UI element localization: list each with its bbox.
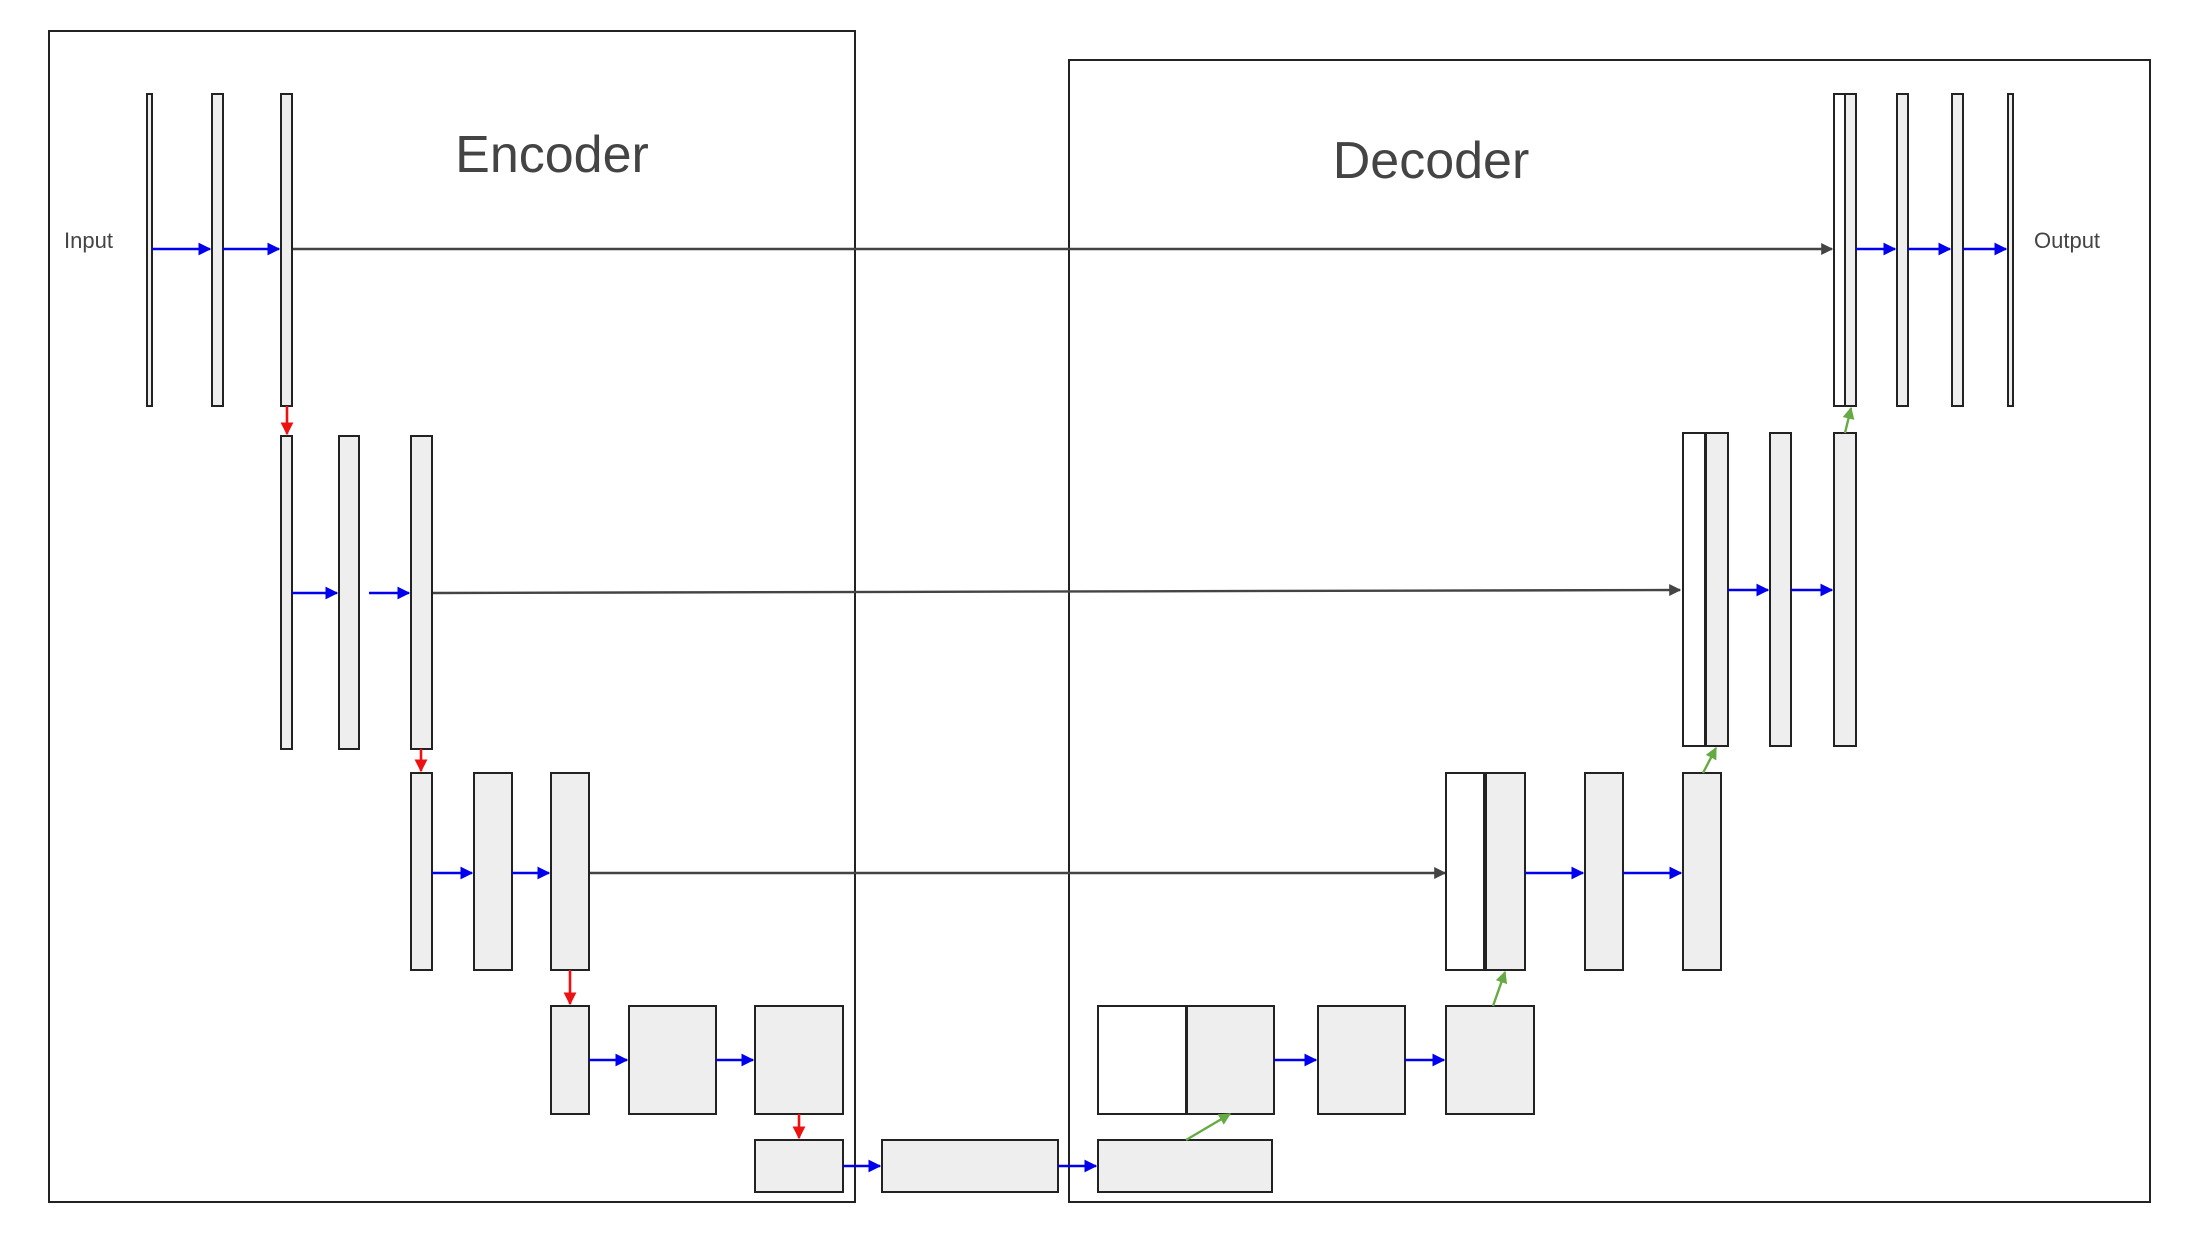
enc4-conv2-block xyxy=(754,1005,844,1115)
dec3-conv2-block xyxy=(1682,772,1722,971)
enc4-conv1-block xyxy=(628,1005,717,1115)
dec4-conv2-block xyxy=(1445,1005,1535,1115)
dec4-up-block xyxy=(1186,1005,1275,1115)
upsample-arrow xyxy=(1185,1112,1232,1142)
dec1-up-block xyxy=(1844,93,1857,407)
dec3-up-block xyxy=(1485,772,1526,971)
dec2-up-block xyxy=(1705,432,1729,747)
dec1-output-block xyxy=(2007,93,2014,407)
enc3-conv1-block xyxy=(473,772,513,971)
upsample-arrow xyxy=(1491,970,1508,1007)
dec1-skip-block xyxy=(1833,93,1846,407)
dec1-conv2-block xyxy=(1951,93,1964,407)
dec2-conv1-block xyxy=(1769,432,1792,747)
dec4-skip-block xyxy=(1097,1005,1187,1115)
enc3-pool-block xyxy=(410,772,433,971)
dec2-skip-block xyxy=(1682,432,1706,747)
enc1-conv1-block xyxy=(211,93,224,407)
enc2-conv1-block xyxy=(338,435,360,750)
upsample-arrow xyxy=(1842,406,1855,434)
bottleneck-conv-block xyxy=(881,1139,1059,1193)
skip-connection-2 xyxy=(431,584,1682,597)
conv-arrows xyxy=(152,242,2008,1173)
enc1-conv2-block xyxy=(280,93,293,407)
bottleneck-out-block xyxy=(1097,1139,1273,1193)
upsample-arrow xyxy=(1701,746,1718,774)
bottleneck-pool-block xyxy=(754,1139,844,1193)
encoder-frame xyxy=(48,30,856,1203)
encoder-title: Encoder xyxy=(455,126,649,184)
enc4-pool-block xyxy=(550,1005,590,1115)
dec4-conv1-block xyxy=(1317,1005,1406,1115)
output-label: Output xyxy=(2034,228,2100,253)
dec2-conv2-block xyxy=(1833,432,1857,747)
dec1-conv1-block xyxy=(1896,93,1909,407)
dec3-conv1-block xyxy=(1584,772,1624,971)
enc1-input-block xyxy=(146,93,153,407)
upsample-arrows xyxy=(1185,406,1855,1142)
enc2-pool-block xyxy=(280,435,293,750)
enc3-conv2-block xyxy=(550,772,590,971)
enc2-conv2-block xyxy=(410,435,433,750)
decoder-title: Decoder xyxy=(1333,132,1530,190)
decoder-frame xyxy=(1068,59,2151,1203)
dec3-skip-block xyxy=(1445,772,1485,971)
input-label: Input xyxy=(64,228,113,253)
downsample-arrows xyxy=(280,406,806,1140)
